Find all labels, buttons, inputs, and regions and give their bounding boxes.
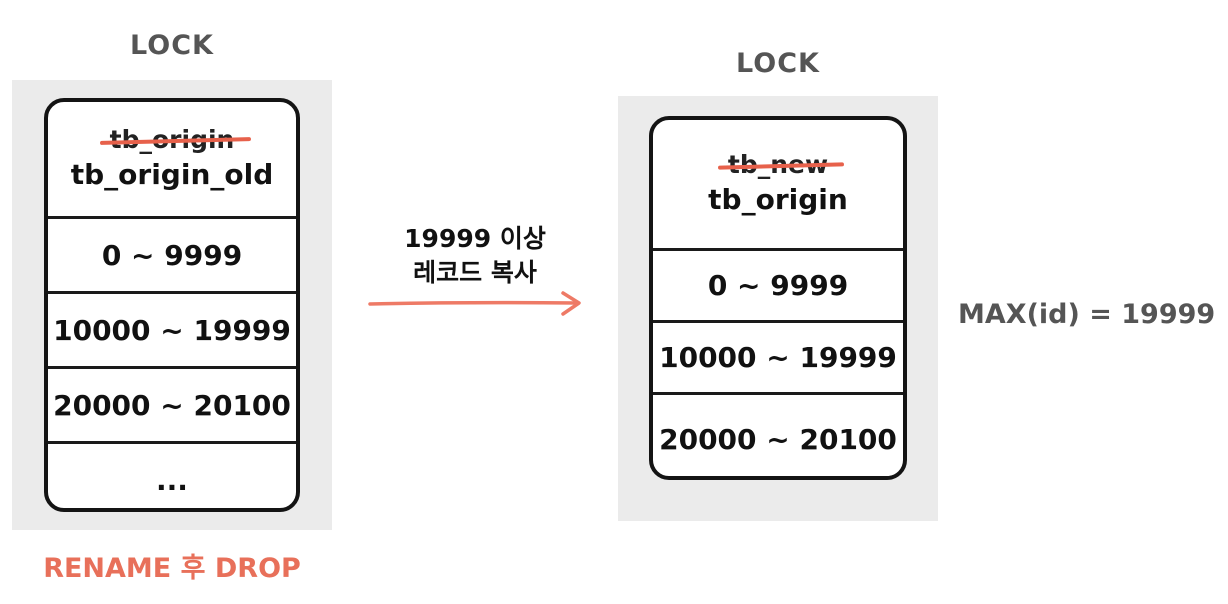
right-lock-label: LOCK	[736, 48, 820, 79]
right-old-table-name: tb_new	[727, 150, 829, 179]
left-row-range-3: 20000 ~ 20100	[48, 366, 296, 441]
max-id-label: MAX(id) = 19999	[958, 299, 1216, 330]
right-row-range-1: 0 ~ 9999	[653, 248, 903, 320]
left-row-ellipsis: ...	[48, 441, 296, 508]
right-table-name-cell: tb_new tb_origin	[653, 120, 903, 248]
left-lock-label: LOCK	[130, 30, 214, 61]
rename-drop-label: RENAME 후 DROP	[43, 553, 301, 584]
left-table-panel: tb_origin tb_origin_old 0 ~ 9999 10000 ~…	[12, 80, 332, 530]
right-row-range-2: 10000 ~ 19999	[653, 320, 903, 392]
left-row-range-2: 10000 ~ 19999	[48, 291, 296, 366]
copy-records-line-2: 레코드 복사	[413, 258, 537, 287]
copy-arrow-icon	[368, 291, 581, 316]
right-table-panel: tb_new tb_origin 0 ~ 9999 10000 ~ 19999 …	[618, 96, 938, 521]
right-table-box: tb_new tb_origin 0 ~ 9999 10000 ~ 19999 …	[649, 116, 907, 480]
left-row-range-1: 0 ~ 9999	[48, 216, 296, 291]
left-table-name-cell: tb_origin tb_origin_old	[48, 102, 296, 216]
left-table-box: tb_origin tb_origin_old 0 ~ 9999 10000 ~…	[44, 98, 300, 512]
copy-records-line-1: 19999 이상	[404, 224, 546, 253]
left-new-table-name: tb_origin_old	[70, 158, 274, 191]
copy-records-label: 19999 이상 레코드 복사	[360, 222, 590, 290]
right-row-range-3: 20000 ~ 20100	[653, 392, 903, 476]
left-old-table-name: tb_origin	[109, 125, 235, 154]
right-new-table-name: tb_origin	[708, 183, 848, 216]
